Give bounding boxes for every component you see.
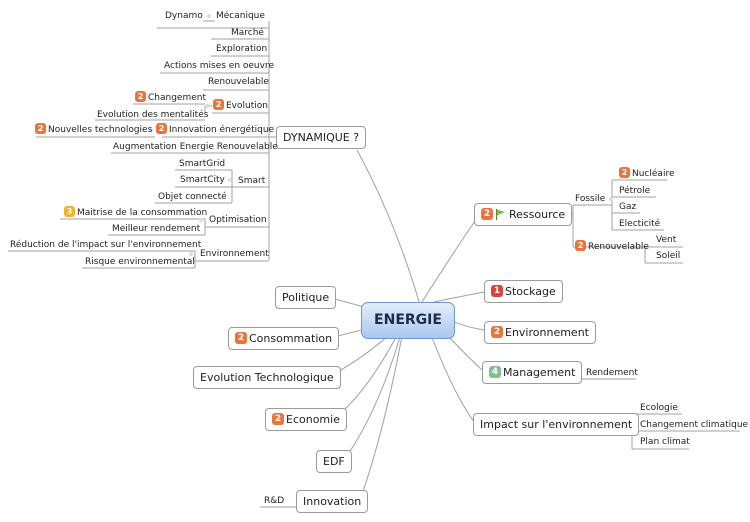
topic-impact[interactable]: Impact sur l'environnement bbox=[473, 413, 640, 436]
subtopic-electicite[interactable]: Electicité bbox=[619, 219, 661, 229]
subtopic-actions[interactable]: Actions mises en oeuvre bbox=[164, 61, 274, 71]
subtopic-dynamo[interactable]: Dynamo bbox=[165, 11, 203, 21]
subtopic-smart-item[interactable]: Objet connecté bbox=[158, 192, 227, 202]
priority-2-icon: 2 bbox=[619, 167, 630, 178]
topic-stockage-label: Stockage bbox=[505, 285, 556, 298]
topic-evolution-technologique[interactable]: Evolution Technologique bbox=[193, 366, 341, 389]
subtopic-petrole[interactable]: Pétrole bbox=[619, 186, 651, 196]
subtopic-nouvelles-label: Nouvelles technologies bbox=[48, 125, 153, 135]
subtopic-rendement[interactable]: Rendement bbox=[586, 368, 638, 378]
topic-economie-label: Economie bbox=[286, 413, 340, 426]
subtopic-maitrise-label: Maitrise de la consommation bbox=[77, 208, 208, 218]
subtopic-impact-item[interactable]: Changement climatique bbox=[640, 420, 749, 430]
subtopic-innovation-label: Innovation énergétique bbox=[169, 125, 275, 135]
subtopic-smart[interactable]: Smart bbox=[238, 176, 266, 186]
subtopic-evolution-label: Evolution bbox=[226, 101, 268, 111]
priority-2-icon: 2 bbox=[213, 99, 224, 110]
topic-ressource[interactable]: 2 Ressource bbox=[474, 203, 573, 226]
priority-2-icon: 2 bbox=[272, 413, 284, 425]
topic-environnement-label: Environnement bbox=[505, 326, 589, 339]
subtopic-smart-item[interactable]: SmartCity bbox=[180, 175, 225, 185]
topic-politique[interactable]: Politique bbox=[275, 286, 337, 309]
subtopic-augmentation[interactable]: Augmentation Energie Renouvelable bbox=[113, 142, 278, 152]
subtopic-meilleur-rendement[interactable]: Meilleur rendement bbox=[112, 224, 201, 234]
subtopic-optimisation[interactable]: Optimisation bbox=[209, 215, 267, 225]
subtopic-fossile[interactable]: Fossile bbox=[575, 194, 606, 204]
subtopic-mecanique[interactable]: Mécanique bbox=[216, 11, 265, 21]
subtopic-rd[interactable]: R&D bbox=[264, 496, 285, 506]
priority-2-icon: 2 bbox=[35, 123, 46, 134]
subtopic-marche[interactable]: Marché bbox=[231, 28, 264, 38]
priority-3-icon: 3 bbox=[64, 206, 75, 217]
subtopic-soleil[interactable]: Soleil bbox=[656, 251, 681, 261]
subtopic-impact-item[interactable]: Ecologie bbox=[640, 403, 678, 413]
subtopic-changement-label: Changement bbox=[148, 93, 206, 103]
topic-edf[interactable]: EDF bbox=[316, 450, 352, 473]
topic-innovation[interactable]: Innovation bbox=[296, 490, 369, 513]
subtopic-smart-item[interactable]: SmartGrid bbox=[179, 159, 226, 169]
subtopic-environnement-dyn[interactable]: Environnement bbox=[200, 249, 269, 259]
subtopic-impact-item[interactable]: Plan climat bbox=[640, 437, 690, 447]
subtopic-gaz[interactable]: Gaz bbox=[619, 202, 637, 212]
priority-2-icon: 2 bbox=[481, 208, 493, 220]
priority-2-icon: 2 bbox=[491, 326, 503, 338]
subtopic-risque[interactable]: Risque environnemental bbox=[85, 257, 195, 267]
subtopic-reduction[interactable]: Réduction de l'impact sur l'environnemen… bbox=[10, 240, 202, 250]
priority-2-icon: 2 bbox=[135, 91, 146, 102]
subtopic-exploration[interactable]: Exploration bbox=[216, 44, 268, 54]
priority-4-icon: 4 bbox=[489, 366, 501, 378]
topic-consommation-label: Consommation bbox=[249, 332, 333, 345]
priority-2-icon: 2 bbox=[575, 240, 586, 251]
subtopic-vent[interactable]: Vent bbox=[656, 235, 677, 245]
topic-dynamique[interactable]: DYNAMIQUE ? bbox=[276, 126, 367, 149]
priority-2-icon: 2 bbox=[156, 123, 167, 134]
subtopic-nucleaire-label: Nucléaire bbox=[632, 169, 675, 179]
topic-ressource-label: Ressource bbox=[509, 208, 566, 221]
subtopic-renouvelable[interactable]: Renouvelable bbox=[208, 77, 269, 87]
subtopic-mentalites[interactable]: Evolution des mentalités bbox=[97, 110, 209, 120]
priority-2-icon: 2 bbox=[235, 332, 247, 344]
topic-management-label: Management bbox=[503, 366, 576, 379]
subtopic-renouvelable-res-label: Renouvelable bbox=[588, 242, 649, 252]
flag-icon bbox=[496, 208, 505, 220]
central-topic[interactable]: ENERGIE bbox=[361, 302, 455, 339]
priority-1-icon: 1 bbox=[491, 285, 503, 297]
